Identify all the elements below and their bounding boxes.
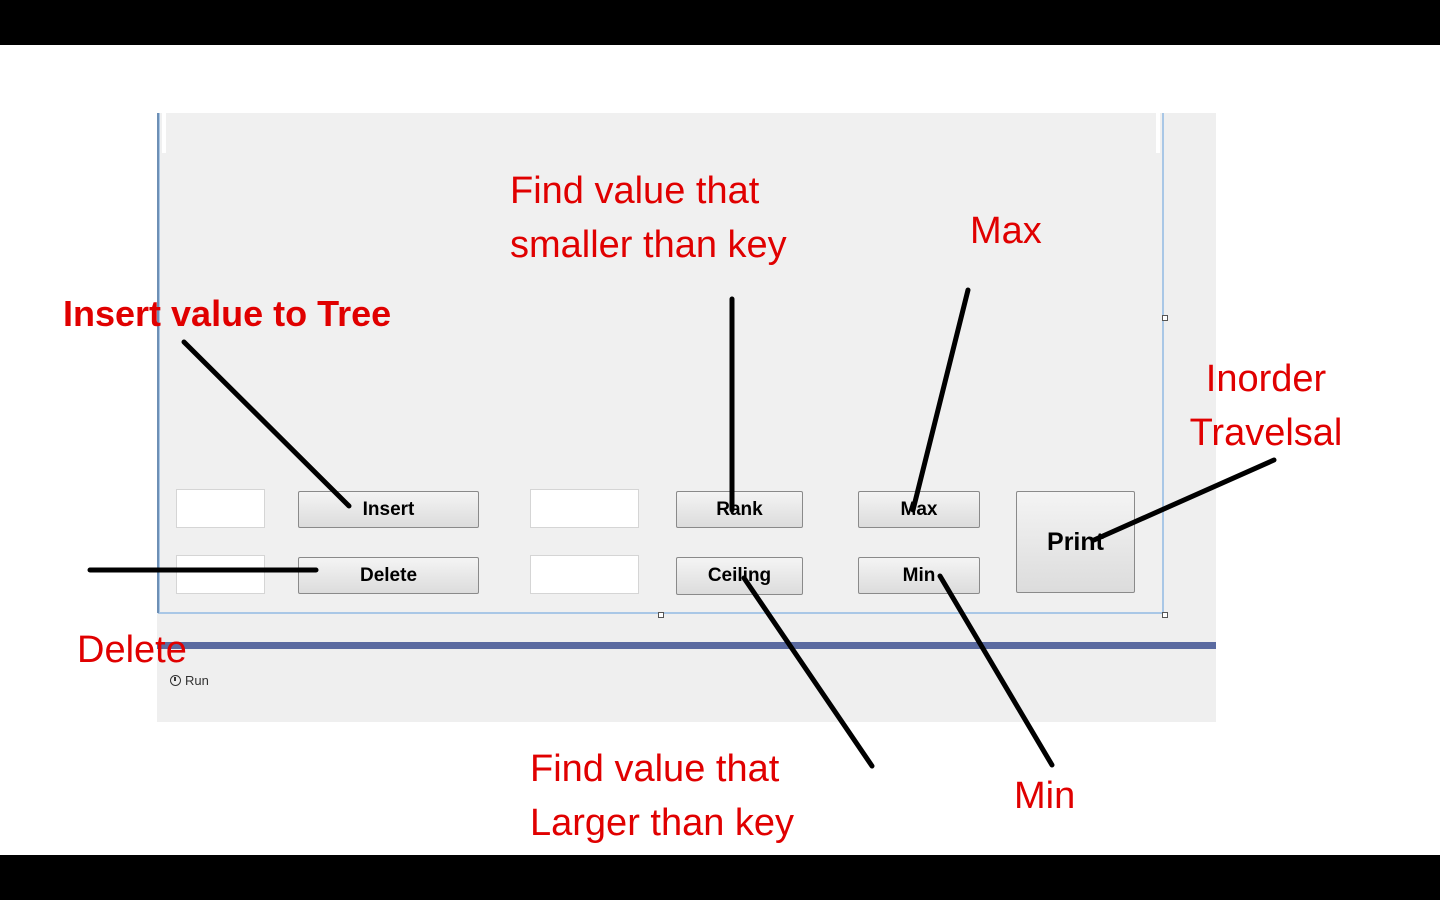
annotation-insert: Insert value to Tree: [63, 293, 392, 334]
delete-button[interactable]: Delete: [298, 557, 479, 594]
resize-handle-right[interactable]: [1162, 315, 1168, 321]
annotation-inorder-line2: Travelsal: [1189, 412, 1343, 454]
delete-value-input[interactable]: [176, 555, 265, 594]
print-button[interactable]: Print: [1016, 491, 1135, 593]
run-label: Run: [185, 673, 209, 688]
designer-separator: [157, 642, 1216, 649]
annotation-inorder-line1: Inorder: [1205, 358, 1327, 400]
run-indicator[interactable]: Run: [170, 673, 209, 688]
insert-value-input[interactable]: [176, 489, 265, 528]
form-left-edge: [157, 113, 159, 613]
annotation-min: Min: [1014, 775, 1076, 817]
annotation-delete: Delete: [77, 629, 187, 671]
resize-handle-bottom[interactable]: [658, 612, 664, 618]
ceiling-button[interactable]: Ceiling: [676, 557, 803, 595]
form-edge-right-highlight: [1156, 113, 1160, 153]
insert-button[interactable]: Insert: [298, 491, 479, 528]
annotation-rank-line1: Find value that: [510, 170, 760, 212]
top-letterbox: [0, 0, 1440, 45]
rank-key-input[interactable]: [530, 489, 639, 528]
ceiling-key-input[interactable]: [530, 555, 639, 594]
annotation-ceiling-line2: Larger than key: [530, 802, 795, 844]
annotation-rank-line2: smaller than key: [510, 224, 787, 266]
stopwatch-icon: [170, 675, 181, 686]
form-edge-left-highlight: [162, 113, 166, 153]
resize-handle-corner[interactable]: [1162, 612, 1168, 618]
max-button[interactable]: Max: [858, 491, 980, 528]
annotation-max: Max: [970, 210, 1042, 252]
rank-button[interactable]: Rank: [676, 491, 803, 528]
min-button[interactable]: Min: [858, 557, 980, 594]
bottom-letterbox: [0, 855, 1440, 900]
annotation-ceiling-line1: Find value that: [530, 748, 780, 790]
